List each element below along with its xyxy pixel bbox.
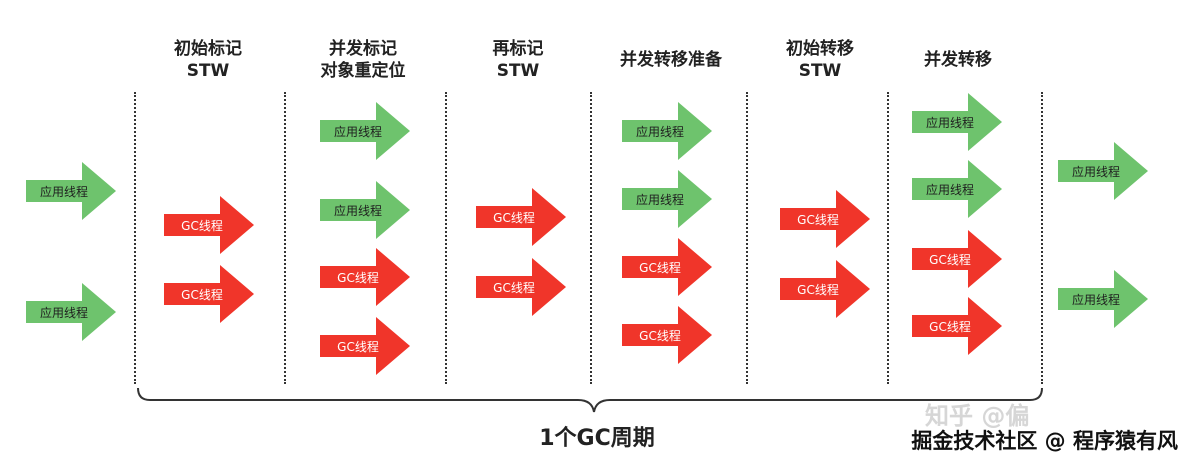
phase-divider	[590, 92, 592, 384]
gc-thread-label: GC线程	[639, 260, 681, 275]
gc-thread-label: GC线程	[493, 210, 535, 225]
arrow-shape	[780, 190, 870, 248]
app-thread-arrow: 应用线程	[1058, 142, 1148, 200]
app-thread-arrow: 应用线程	[912, 93, 1002, 151]
gc-thread-label: GC线程	[493, 280, 535, 295]
app-thread-label: 应用线程	[333, 124, 382, 139]
gc-thread-arrow: GC线程	[912, 297, 1002, 355]
phase-title-initial-relocate: 初始转移 STW	[786, 39, 854, 81]
gc-thread-arrow: GC线程	[476, 188, 566, 246]
gc-thread-arrow: GC线程	[320, 317, 410, 375]
faded-watermark: 知乎 @偏	[925, 402, 1030, 430]
source-watermark: 掘金技术社区 @ 程序猿有风	[911, 429, 1178, 453]
app-thread-arrow: 应用线程	[320, 181, 410, 239]
gc-thread-label: GC线程	[181, 287, 223, 302]
arrow-shape	[476, 258, 566, 316]
arrow-shape	[622, 238, 712, 296]
phase-divider	[887, 92, 889, 384]
arrow-shape	[1058, 142, 1148, 200]
gc-thread-label: GC线程	[929, 252, 971, 267]
gc-thread-label: GC线程	[337, 339, 379, 354]
gc-thread-arrow: GC线程	[622, 306, 712, 364]
gc-thread-label: GC线程	[797, 212, 839, 227]
gc-thread-label: GC线程	[929, 319, 971, 334]
arrow-shape	[26, 283, 116, 341]
phase-divider	[134, 92, 136, 384]
arrow-shape	[780, 260, 870, 318]
phase-title-concurrent-relocate-prep: 并发转移准备	[620, 50, 722, 70]
arrow-shape	[622, 102, 712, 160]
gc-thread-arrow: GC线程	[164, 265, 254, 323]
gc-thread-arrow: GC线程	[780, 190, 870, 248]
app-thread-arrow: 应用线程	[26, 162, 116, 220]
app-thread-label: 应用线程	[39, 305, 88, 320]
app-thread-arrow: 应用线程	[26, 283, 116, 341]
app-thread-arrow: 应用线程	[1058, 270, 1148, 328]
arrow-shape	[320, 102, 410, 160]
phase-divider	[284, 92, 286, 384]
app-thread-arrow: 应用线程	[320, 102, 410, 160]
phase-divider	[1041, 92, 1043, 384]
app-thread-arrow: 应用线程	[622, 102, 712, 160]
app-thread-label: 应用线程	[635, 192, 684, 207]
phase-title-concurrent-relocate: 并发转移	[924, 50, 992, 70]
arrow-shape	[320, 181, 410, 239]
gc-thread-arrow: GC线程	[912, 230, 1002, 288]
arrow-shape	[912, 93, 1002, 151]
arrow-shape	[164, 265, 254, 323]
arrow-shape	[1058, 270, 1148, 328]
gc-thread-arrow: GC线程	[320, 248, 410, 306]
app-thread-label: 应用线程	[1071, 164, 1120, 179]
gc-thread-arrow: GC线程	[476, 258, 566, 316]
phase-title-concurrent-mark: 并发标记 对象重定位	[320, 39, 406, 81]
app-thread-arrow: 应用线程	[622, 170, 712, 228]
gc-thread-arrow: GC线程	[780, 260, 870, 318]
gc-thread-arrow: GC线程	[164, 196, 254, 254]
gc-thread-label: GC线程	[337, 270, 379, 285]
arrow-shape	[320, 317, 410, 375]
gc-thread-arrow: GC线程	[622, 238, 712, 296]
gc-cycle-label: 1个GC周期	[539, 426, 655, 451]
arrow-shape	[26, 162, 116, 220]
arrow-shape	[912, 230, 1002, 288]
app-thread-label: 应用线程	[635, 124, 684, 139]
app-thread-label: 应用线程	[39, 184, 88, 199]
app-thread-arrow: 应用线程	[912, 160, 1002, 218]
gc-thread-label: GC线程	[639, 328, 681, 343]
phase-divider	[746, 92, 748, 384]
app-thread-label: 应用线程	[925, 115, 974, 130]
arrow-shape	[164, 196, 254, 254]
gc-thread-label: GC线程	[181, 218, 223, 233]
app-thread-label: 应用线程	[925, 182, 974, 197]
app-thread-label: 应用线程	[1071, 292, 1120, 307]
phase-title-initial-mark: 初始标记 STW	[174, 39, 242, 81]
app-thread-label: 应用线程	[333, 203, 382, 218]
phase-title-remark: 再标记 STW	[492, 39, 544, 81]
arrow-shape	[912, 297, 1002, 355]
arrow-shape	[622, 306, 712, 364]
arrow-shape	[320, 248, 410, 306]
phase-divider	[445, 92, 447, 384]
gc-thread-label: GC线程	[797, 282, 839, 297]
arrow-shape	[912, 160, 1002, 218]
arrow-shape	[476, 188, 566, 246]
arrow-shape	[622, 170, 712, 228]
